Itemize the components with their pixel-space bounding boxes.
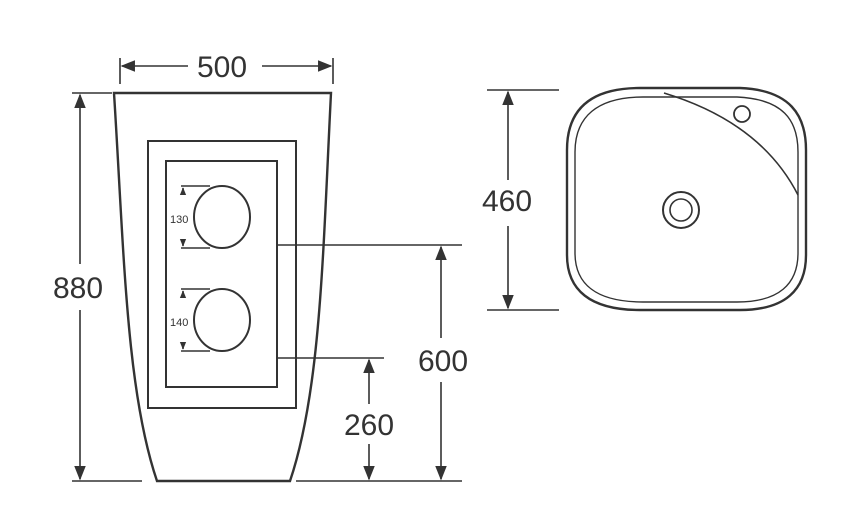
height-label: 880	[53, 272, 103, 305]
hole-spacing-marks	[179, 185, 210, 352]
basin-depth-dimension	[487, 89, 559, 311]
lower-hole-height-dimension	[277, 357, 384, 481]
drain-inner	[669, 198, 693, 222]
basin-top-view	[565, 86, 808, 312]
upper-hole	[193, 185, 251, 249]
basin-outer-rim	[565, 86, 808, 312]
lower-hole	[193, 288, 251, 352]
basin-depth-label: 460	[482, 185, 532, 218]
lower-hole-height-label: 260	[344, 409, 394, 442]
hole-spacing-bottom-label: 140	[170, 317, 188, 329]
basin-inner-rim	[574, 96, 799, 303]
drain-outer	[662, 191, 700, 229]
drain-height-label: 600	[418, 345, 468, 378]
width-label: 500	[197, 51, 247, 84]
height-dimension	[72, 92, 142, 482]
panel-inner	[165, 160, 278, 388]
pedestal-outline	[112, 91, 333, 483]
faucet-deck	[663, 92, 799, 196]
faucet-hole	[733, 105, 751, 123]
width-dimension	[119, 58, 334, 84]
drain-height-dimension	[277, 244, 462, 482]
panel-outer	[147, 140, 297, 409]
pedestal-front-view: 130 140	[112, 91, 333, 483]
hole-spacing-top-label: 130	[170, 214, 188, 226]
